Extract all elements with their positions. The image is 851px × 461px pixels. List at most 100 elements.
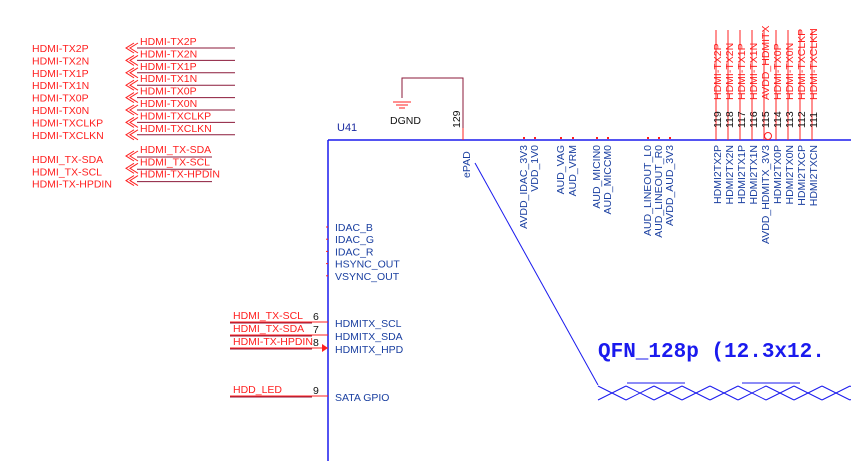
net-label: HDMI-TX2P [712,43,724,100]
package-label: QFN_128p (12.3x12. [598,341,825,364]
offpage-connector-icon [129,92,139,104]
pin-name: HDMITX_SCL [335,318,402,330]
net-label: HDMI-TXCLKN [32,130,104,142]
net-label: HDMI-TX1P [736,43,748,100]
offpage-connector-icon [129,104,139,116]
pin-name: HDMI2TXCN [808,145,820,206]
ground-label: DGND [390,115,421,127]
net-flag-label: HDMI-TX1P [140,61,197,73]
pin-number: 6 [313,311,319,323]
net-label: HDMI-TX0N [32,105,89,117]
pin-name: AUD_VRM [567,145,579,196]
pin-number: 114 [772,111,784,128]
net-label: HDMI_TX-SCL [233,310,303,322]
pin-name: AUD_MICCM0 [602,145,614,215]
package-hatch [765,385,795,401]
pin-name: HDMI2TX2P [712,145,724,204]
package-hatch [821,385,851,401]
offpage-connector-icon [129,79,139,91]
offpage-connector-icon [129,67,139,79]
offpage-connector-icon [129,150,139,162]
net-label: HDMI-TXCLKN [808,28,820,100]
net-flag-label: HDMI-TX2P [140,36,197,48]
pin-number: 7 [313,324,319,336]
pin-name: HDMITX_SDA [335,331,403,343]
offpage-connector-icon [125,129,135,141]
offpage-connector-icon [129,54,139,66]
pin-number: 9 [313,385,319,397]
input-arrow-icon [322,344,328,352]
pin-name: HDMI2TX1N [748,145,760,205]
offpage-connector-icon [125,67,135,79]
pin-name: IDAC_G [335,234,374,246]
offpage-connector-icon [125,54,135,66]
pin-name: ePAD [461,151,473,178]
package-hatch [625,385,655,401]
package-hatch [737,385,767,401]
pin-name: AUD_LINEOUT_L0 [642,145,654,236]
pin-name: AVDD_IDAC_3V3 [518,145,530,229]
net-flag-label: HDMI-TX0P [140,86,197,98]
pin-name: HDMI2TXCP [796,145,808,206]
pin-name: VDD_1V0 [529,145,541,192]
net-label: HDMI_TX-SDA [32,154,103,166]
offpage-connector-icon [125,150,135,162]
offpage-connector-icon [125,162,135,174]
package-hatch [709,385,739,401]
net-label: HDMI-TX2N [32,55,89,67]
pin-number: 117 [736,111,748,128]
pin-name: HDMI2TX2N [724,145,736,205]
pin-name: IDAC_R [335,246,374,258]
offpage-connector-icon [125,92,135,104]
net-label: HDMI_TX-SCL [32,166,102,178]
net-label: HDMI-TXCLKP [796,29,808,100]
pin-number: 112 [796,111,808,128]
net-flag-label: HDMI-TXCLKN [140,123,212,135]
net-flag-label: HDMI_TX-SCL [140,156,210,168]
offpage-connector-icon [125,175,135,187]
net-label: HDMI-TX-HPDIN [32,179,112,191]
net-label: HDD_LED [233,384,282,396]
net-flag-label: HDMI-TX-HPDIN [140,169,220,181]
pin-name: HDMI2TX0N [784,145,796,205]
pin-name: SATA GPIO [335,392,389,404]
net-label: HDMI-TX1N [32,80,89,92]
no-connect-icon [764,132,772,140]
net-label: HDMI-TX0N [784,43,796,100]
net-label: HDMI-TX-HPDIN [233,336,313,348]
net-label: HDMI-TX0P [772,43,784,100]
pin-number: 119 [712,111,724,128]
pin-name: HDMI2TX0P [772,145,784,204]
net-label: HDMI-TX2N [724,43,736,100]
pin-number: 113 [784,111,796,128]
ground-wire [401,77,464,140]
offpage-connector-icon [129,129,139,141]
pin-name: AVDD_AUD_3V3 [664,145,676,226]
net-label: HDMI-TXCLKP [32,117,103,129]
package-hatch [597,385,627,401]
offpage-connector-icon [125,116,135,128]
offpage-connector-icon [125,79,135,91]
pin-number: 111 [808,112,820,128]
pin-name: AVDD_HDMITX_3V3 [760,145,772,244]
pin-number: 115 [760,111,772,128]
pin-number: 129 [451,110,463,128]
pin-name: AUD_MICIN0 [591,145,603,209]
pin-name: VSYNC_OUT [335,271,400,283]
component-ref: U41 [337,122,357,134]
pin-name: HDMI2TX1P [736,145,748,204]
net-flag-label: HDMI-TXCLKP [140,110,211,122]
pin-name: HDMITX_HPD [335,344,404,356]
net-label: AVDD_HDMITX [760,26,772,100]
pin-name: IDAC_B [335,222,373,234]
package-hatch [681,385,711,401]
net-flag-label: HDMI-TX0N [140,98,197,110]
offpage-connector-icon [129,42,139,54]
offpage-connector-icon [129,116,139,128]
pin-name: AUD_VAG [555,145,567,194]
net-flag-label: HDMI-TX2N [140,48,197,60]
offpage-connector-icon [125,42,135,54]
package-hatch [793,385,823,401]
pin-name: HSYNC_OUT [335,259,400,271]
offpage-connector-icon [125,104,135,116]
